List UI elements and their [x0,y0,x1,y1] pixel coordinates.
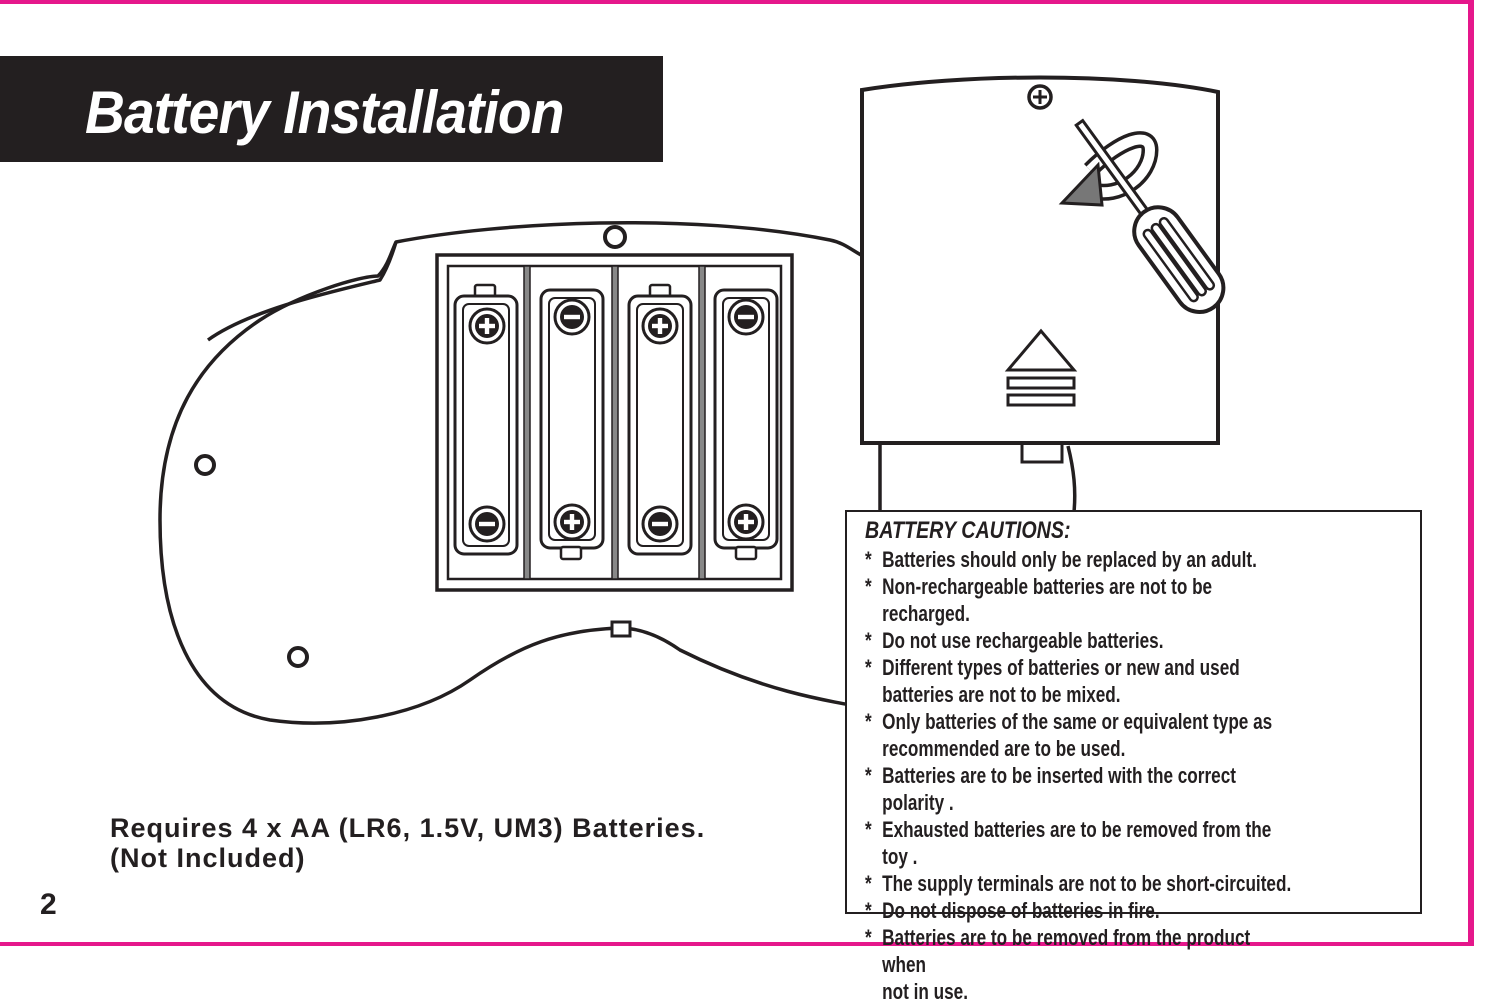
caution-item: *Do not use rechargeable batteries. [865,628,1164,653]
caution-item: *The supply terminals are not to be shor… [865,871,1292,896]
cautions-heading: BATTERY CAUTIONS: [865,517,1071,544]
screw-hole [194,454,216,476]
battery-compartment [435,253,794,592]
eject-icon [1004,328,1078,407]
caution-item: *Non-rechargeable batteries are not to b… [865,574,1213,626]
compartment-tab [610,620,632,638]
screwdriver-icon [1074,118,1226,314]
caution-item: *Do not dispose of batteries in fire. [865,898,1160,923]
minus-terminal-icon [727,298,765,336]
title-bar [0,56,663,162]
caution-item: *Only batteries of the same or equivalen… [865,709,1273,761]
battery-cautions-box: BATTERY CAUTIONS: *Batteries should only… [845,510,1422,1004]
page-border [0,0,1474,946]
requirements-line: Requires 4 x AA (LR6, 1.5V, UM3) Batteri… [110,813,706,843]
requirements-note: (Not Included) [110,843,306,873]
battery-slot-1 [453,283,519,556]
screw-hole [287,646,309,668]
controller-edge [1066,445,1077,513]
minus-terminal-icon [553,298,591,336]
caution-item: *Exhausted batteries are to be removed f… [865,817,1272,869]
page-title: Battery Installation [85,79,564,146]
caution-item: *Batteries should only be replaced by an… [865,547,1257,572]
page-number: 2 [40,888,57,921]
minus-terminal-icon [468,505,506,543]
caution-item: *Batteries are to be removed from the pr… [865,925,1251,1004]
screw-hole [603,225,627,249]
plus-terminal-icon [641,307,679,345]
rotate-arrow-icon [1058,131,1159,207]
battery-diagram [158,75,1226,725]
plus-terminal-icon [553,503,591,541]
caution-item: *Different types of batteries or new and… [865,655,1240,707]
battery-slot-4 [713,288,779,561]
battery-cover [860,75,1220,464]
plus-terminal-icon [468,307,506,345]
battery-slot-2 [539,288,605,561]
battery-slot-3 [627,283,693,556]
minus-terminal-icon [641,505,679,543]
plus-terminal-icon [727,503,765,541]
screw-icon [1027,84,1053,110]
battery-requirements: Requires 4 x AA (LR6, 1.5V, UM3) Batteri… [110,813,705,873]
caution-item: *Batteries are to be inserted with the c… [865,763,1236,815]
